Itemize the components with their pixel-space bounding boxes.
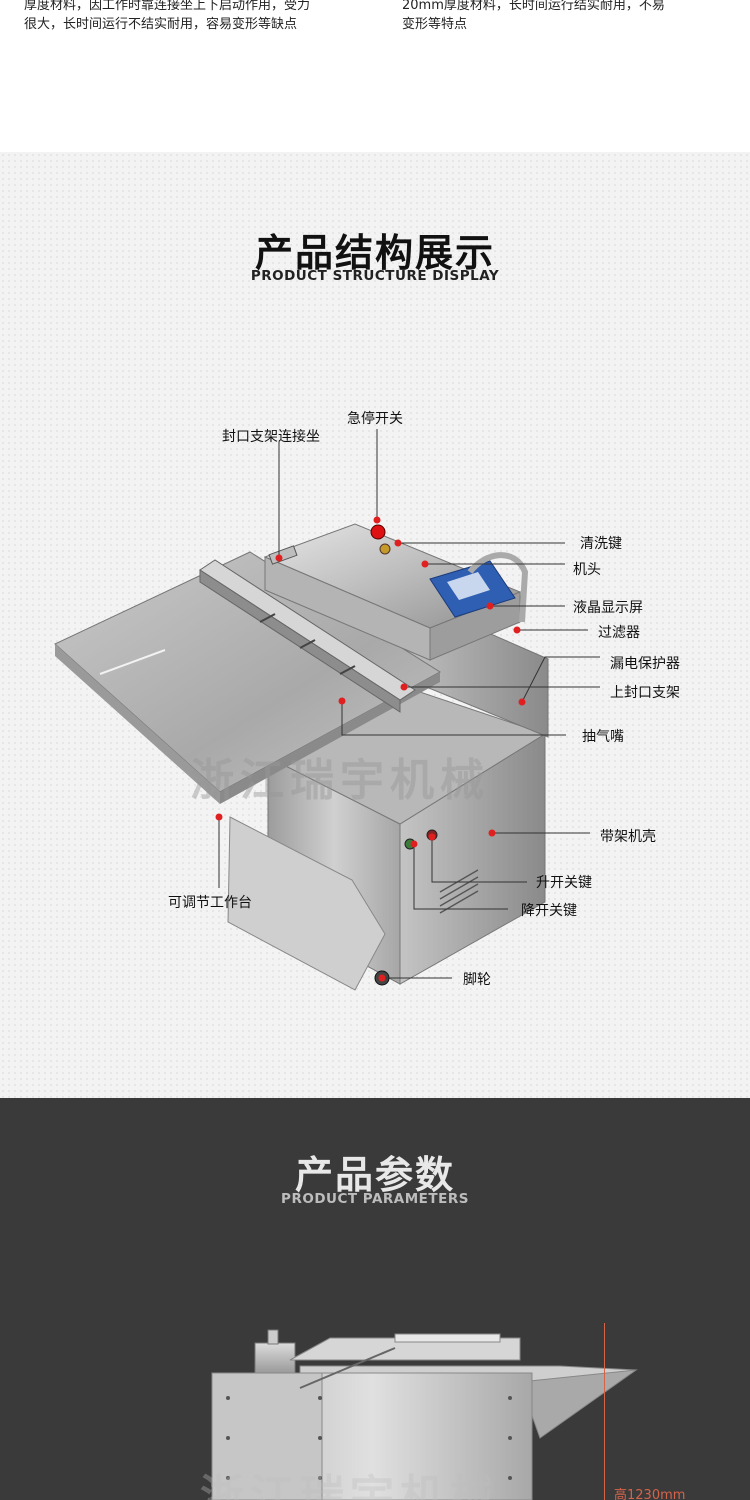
label-upper-seal-bracket: 上封口支架 (610, 685, 680, 701)
structure-watermark: 浙江瑞宇机械 (190, 755, 490, 806)
label-seal-bracket-connector: 封口支架连接坐 (222, 429, 320, 445)
upper-seal-bracket (199, 545, 416, 713)
label-suction-nozzle: 抽气嘴 (582, 729, 624, 745)
callout-dots (215, 516, 526, 982)
left-description-line-1: 厚度材料，因工作时靠连接坐上下启动作用，受力 (24, 0, 311, 13)
structure-subtitle: PRODUCT STRUCTURE DISPLAY (250, 268, 500, 284)
machine-head (263, 523, 529, 661)
right-description-line-2: 变形等特点 (402, 17, 468, 32)
left-description-line-2: 很大，长时间运行不结实耐用，容易变形等缺点 (24, 17, 298, 32)
top-description-section: 厚度材料，因工作时靠连接坐上下启动作用，受力 很大，长时间运行不结实耐用，容易变… (0, 0, 750, 150)
parameters-machine-illustration (211, 1329, 638, 1500)
label-clean-key: 清洗键 (580, 536, 622, 552)
height-dimension-line (604, 1323, 605, 1500)
parameters-subtitle: PRODUCT PARAMETERS (281, 1191, 469, 1207)
lcd-screen (447, 572, 490, 600)
parameters-title: 产品参数 (294, 1153, 455, 1197)
emergency-stop-button (370, 524, 386, 540)
label-emergency-stop: 急停开关 (347, 411, 403, 427)
callout-lines (218, 429, 600, 979)
product-structure-section: 产品结构展示 PRODUCT STRUCTURE DISPLAY (0, 152, 750, 1098)
label-filter: 过滤器 (598, 625, 640, 641)
label-lcd-screen: 液晶显示屏 (573, 600, 643, 616)
parameters-watermark: 浙江瑞宇机械 (200, 1471, 500, 1500)
label-leakage-protector: 漏电保护器 (610, 656, 680, 672)
label-up-key: 升开关键 (536, 875, 592, 891)
label-caster: 脚轮 (463, 972, 491, 988)
label-frame-shell: 带架机壳 (600, 829, 656, 845)
height-dimension-label: 高1230mm (614, 1488, 686, 1500)
vacuum-hose (467, 552, 529, 623)
label-machine-head: 机头 (573, 562, 601, 578)
product-parameters-section: 产品参数 PRODUCT PARAMETERS 高1230mm 浙江瑞宇 (0, 1098, 750, 1500)
right-description: 20mm厚度材料，长时间运行结实耐用，不易 变形等特点 (402, 0, 732, 34)
right-description-line-1: 20mm厚度材料，长时间运行结实耐用，不易 (402, 0, 665, 13)
machine-structure-illustration (54, 429, 600, 991)
label-adjustable-table: 可调节工作台 (168, 895, 252, 911)
left-description: 厚度材料，因工作时靠连接坐上下启动作用，受力 很大，长时间运行不结实耐用，容易变… (24, 0, 364, 34)
structure-title: 产品结构展示 (254, 231, 495, 275)
label-down-key: 降开关键 (521, 903, 577, 919)
